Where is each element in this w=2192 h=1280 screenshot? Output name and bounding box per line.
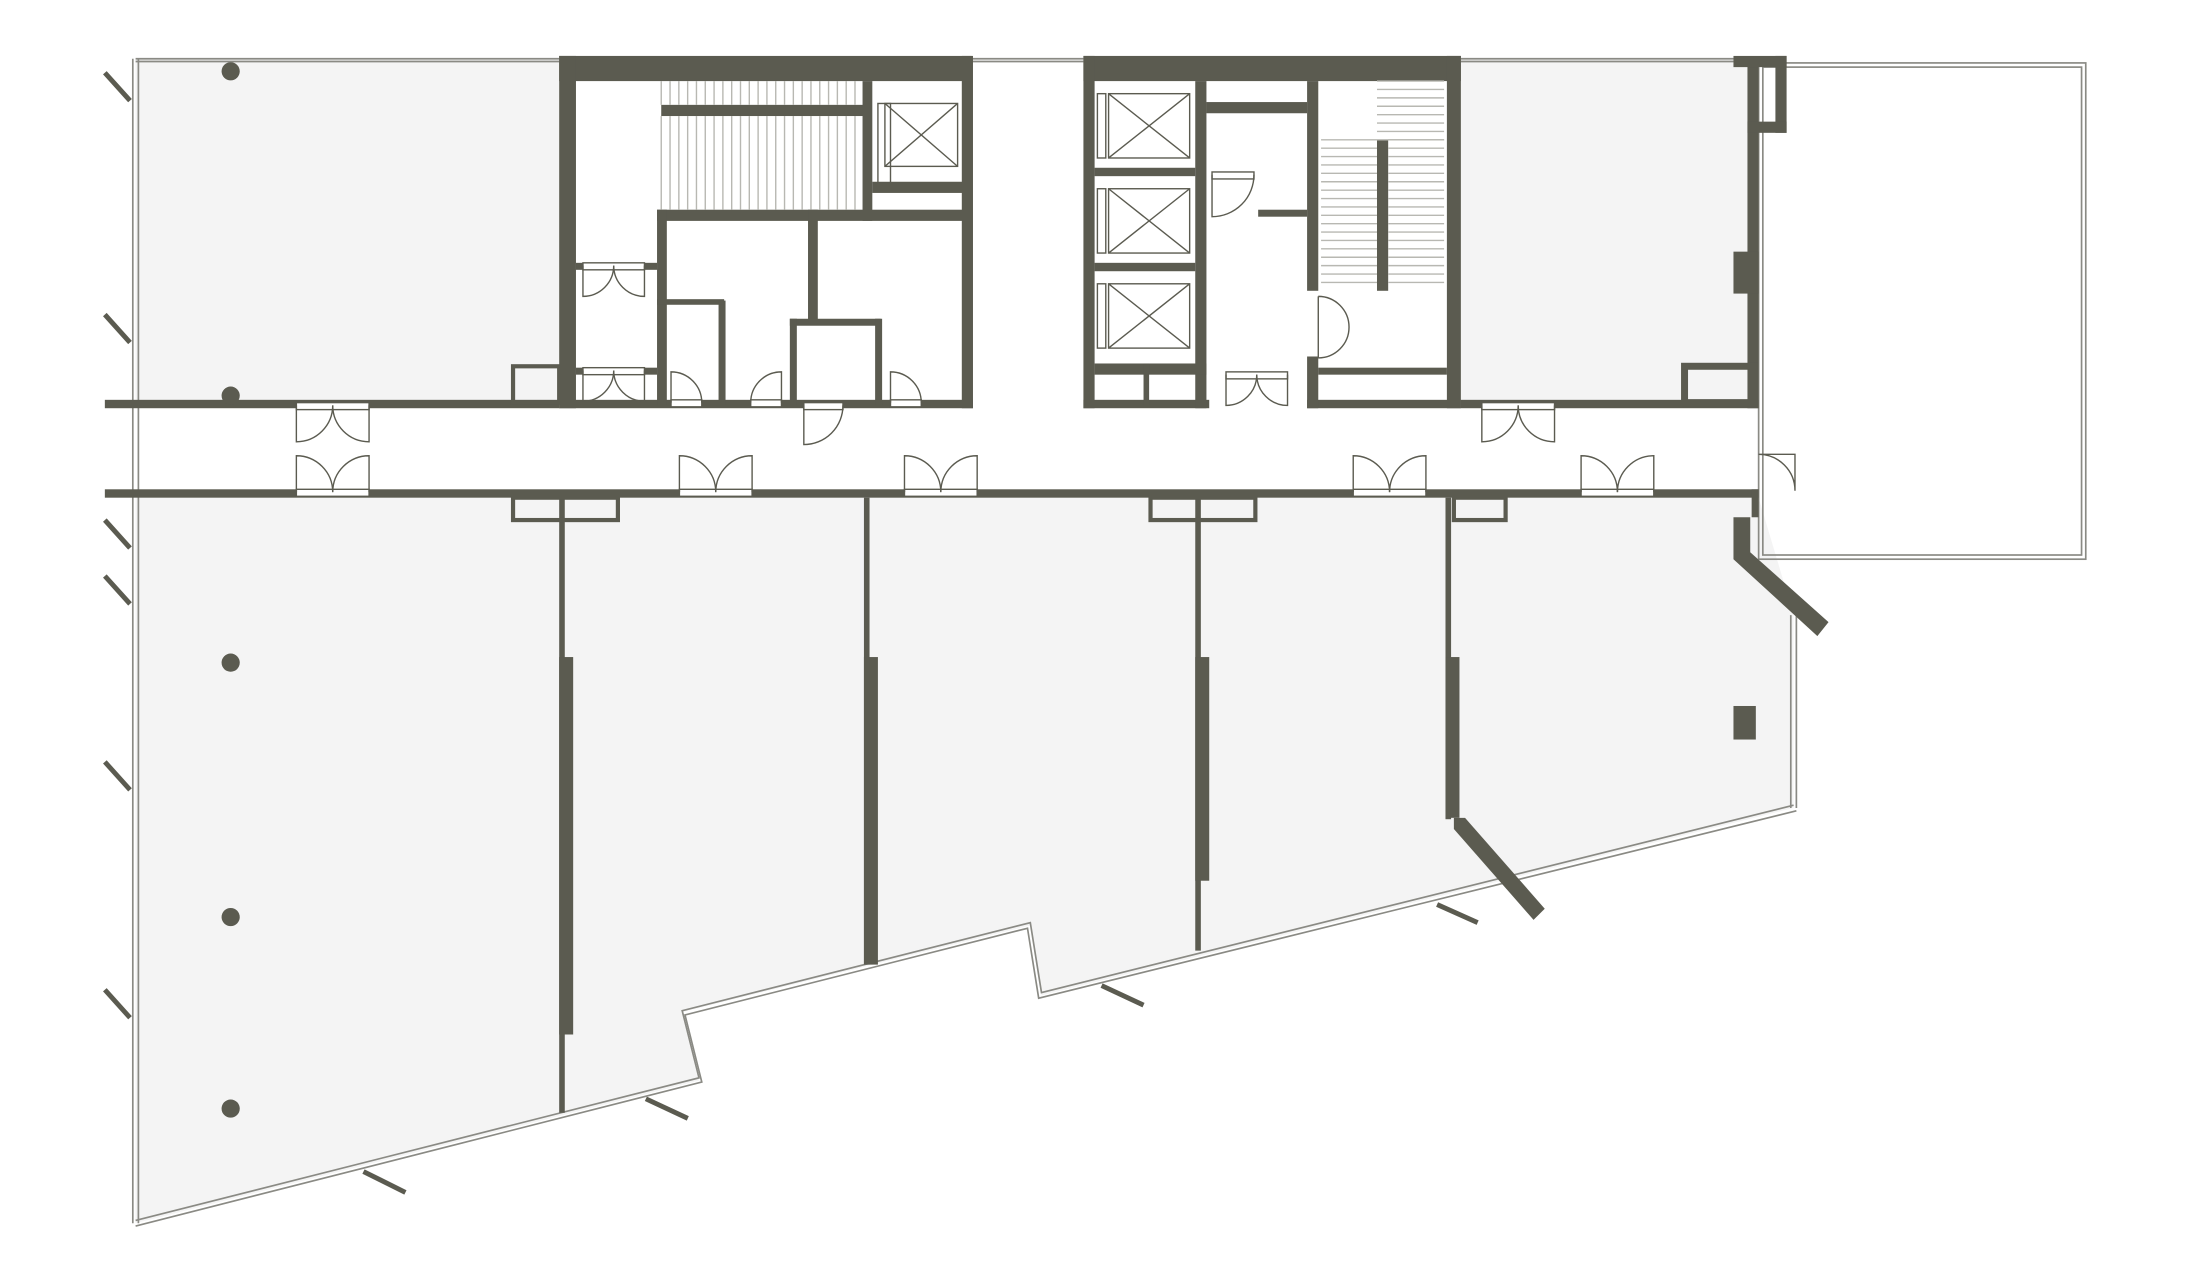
column-icon — [221, 907, 240, 927]
room-top-left — [135, 58, 560, 405]
sunshade-fin-icon — [362, 1169, 407, 1195]
door-icon — [803, 401, 844, 446]
column-icon — [221, 62, 240, 81]
sunshade-fin-icon — [1436, 902, 1479, 925]
double-door-icon — [1317, 295, 1350, 359]
double-door-icon — [903, 455, 978, 497]
core-left — [559, 55, 973, 409]
room-lower-office — [135, 497, 1794, 1224]
double-door-icon — [582, 366, 646, 402]
double-door-icon — [582, 262, 646, 298]
double-door-icon — [295, 455, 370, 497]
sunshade-fin-icon — [103, 518, 132, 550]
sunshade-fin-icon — [103, 71, 132, 103]
double-door-icon — [1481, 401, 1556, 443]
sunshade-fin-icon — [1100, 983, 1145, 1008]
room-fills — [135, 58, 1794, 1224]
sunshade-fin-icon — [103, 312, 132, 345]
sunshade-fins — [103, 71, 1479, 1195]
double-door-icon — [1352, 455, 1427, 497]
door-icon — [889, 371, 922, 408]
partition-walls — [510, 495, 1829, 1113]
elevator-icon — [877, 102, 959, 184]
facade-glazing — [131, 57, 2087, 1227]
shafts — [510, 55, 1787, 740]
stair-icon — [1321, 80, 1445, 284]
door-icon — [670, 371, 703, 408]
room-top-right — [1460, 58, 1755, 405]
door-icon — [1211, 171, 1255, 218]
elevator-icon — [1096, 92, 1191, 349]
core-right — [1083, 55, 1461, 409]
columns — [221, 62, 240, 1118]
double-door-icon — [1580, 455, 1655, 497]
sunshade-fin-icon — [103, 760, 132, 792]
double-door-icon — [1225, 371, 1289, 407]
stair-icon — [660, 81, 856, 210]
sunshade-fin-icon — [103, 988, 132, 1020]
annex-terrace — [1757, 62, 2087, 561]
sunshade-fin-icon — [103, 574, 132, 606]
door-icon — [750, 371, 783, 408]
column-icon — [221, 386, 240, 405]
double-door-icon — [295, 401, 370, 443]
stair-landing — [661, 104, 864, 117]
column-icon — [221, 653, 240, 672]
sunshade-fin-icon — [644, 1096, 689, 1121]
column-icon — [221, 1099, 240, 1118]
double-door-icon — [678, 455, 753, 497]
doors — [295, 171, 1796, 497]
door-icon — [1758, 453, 1796, 491]
